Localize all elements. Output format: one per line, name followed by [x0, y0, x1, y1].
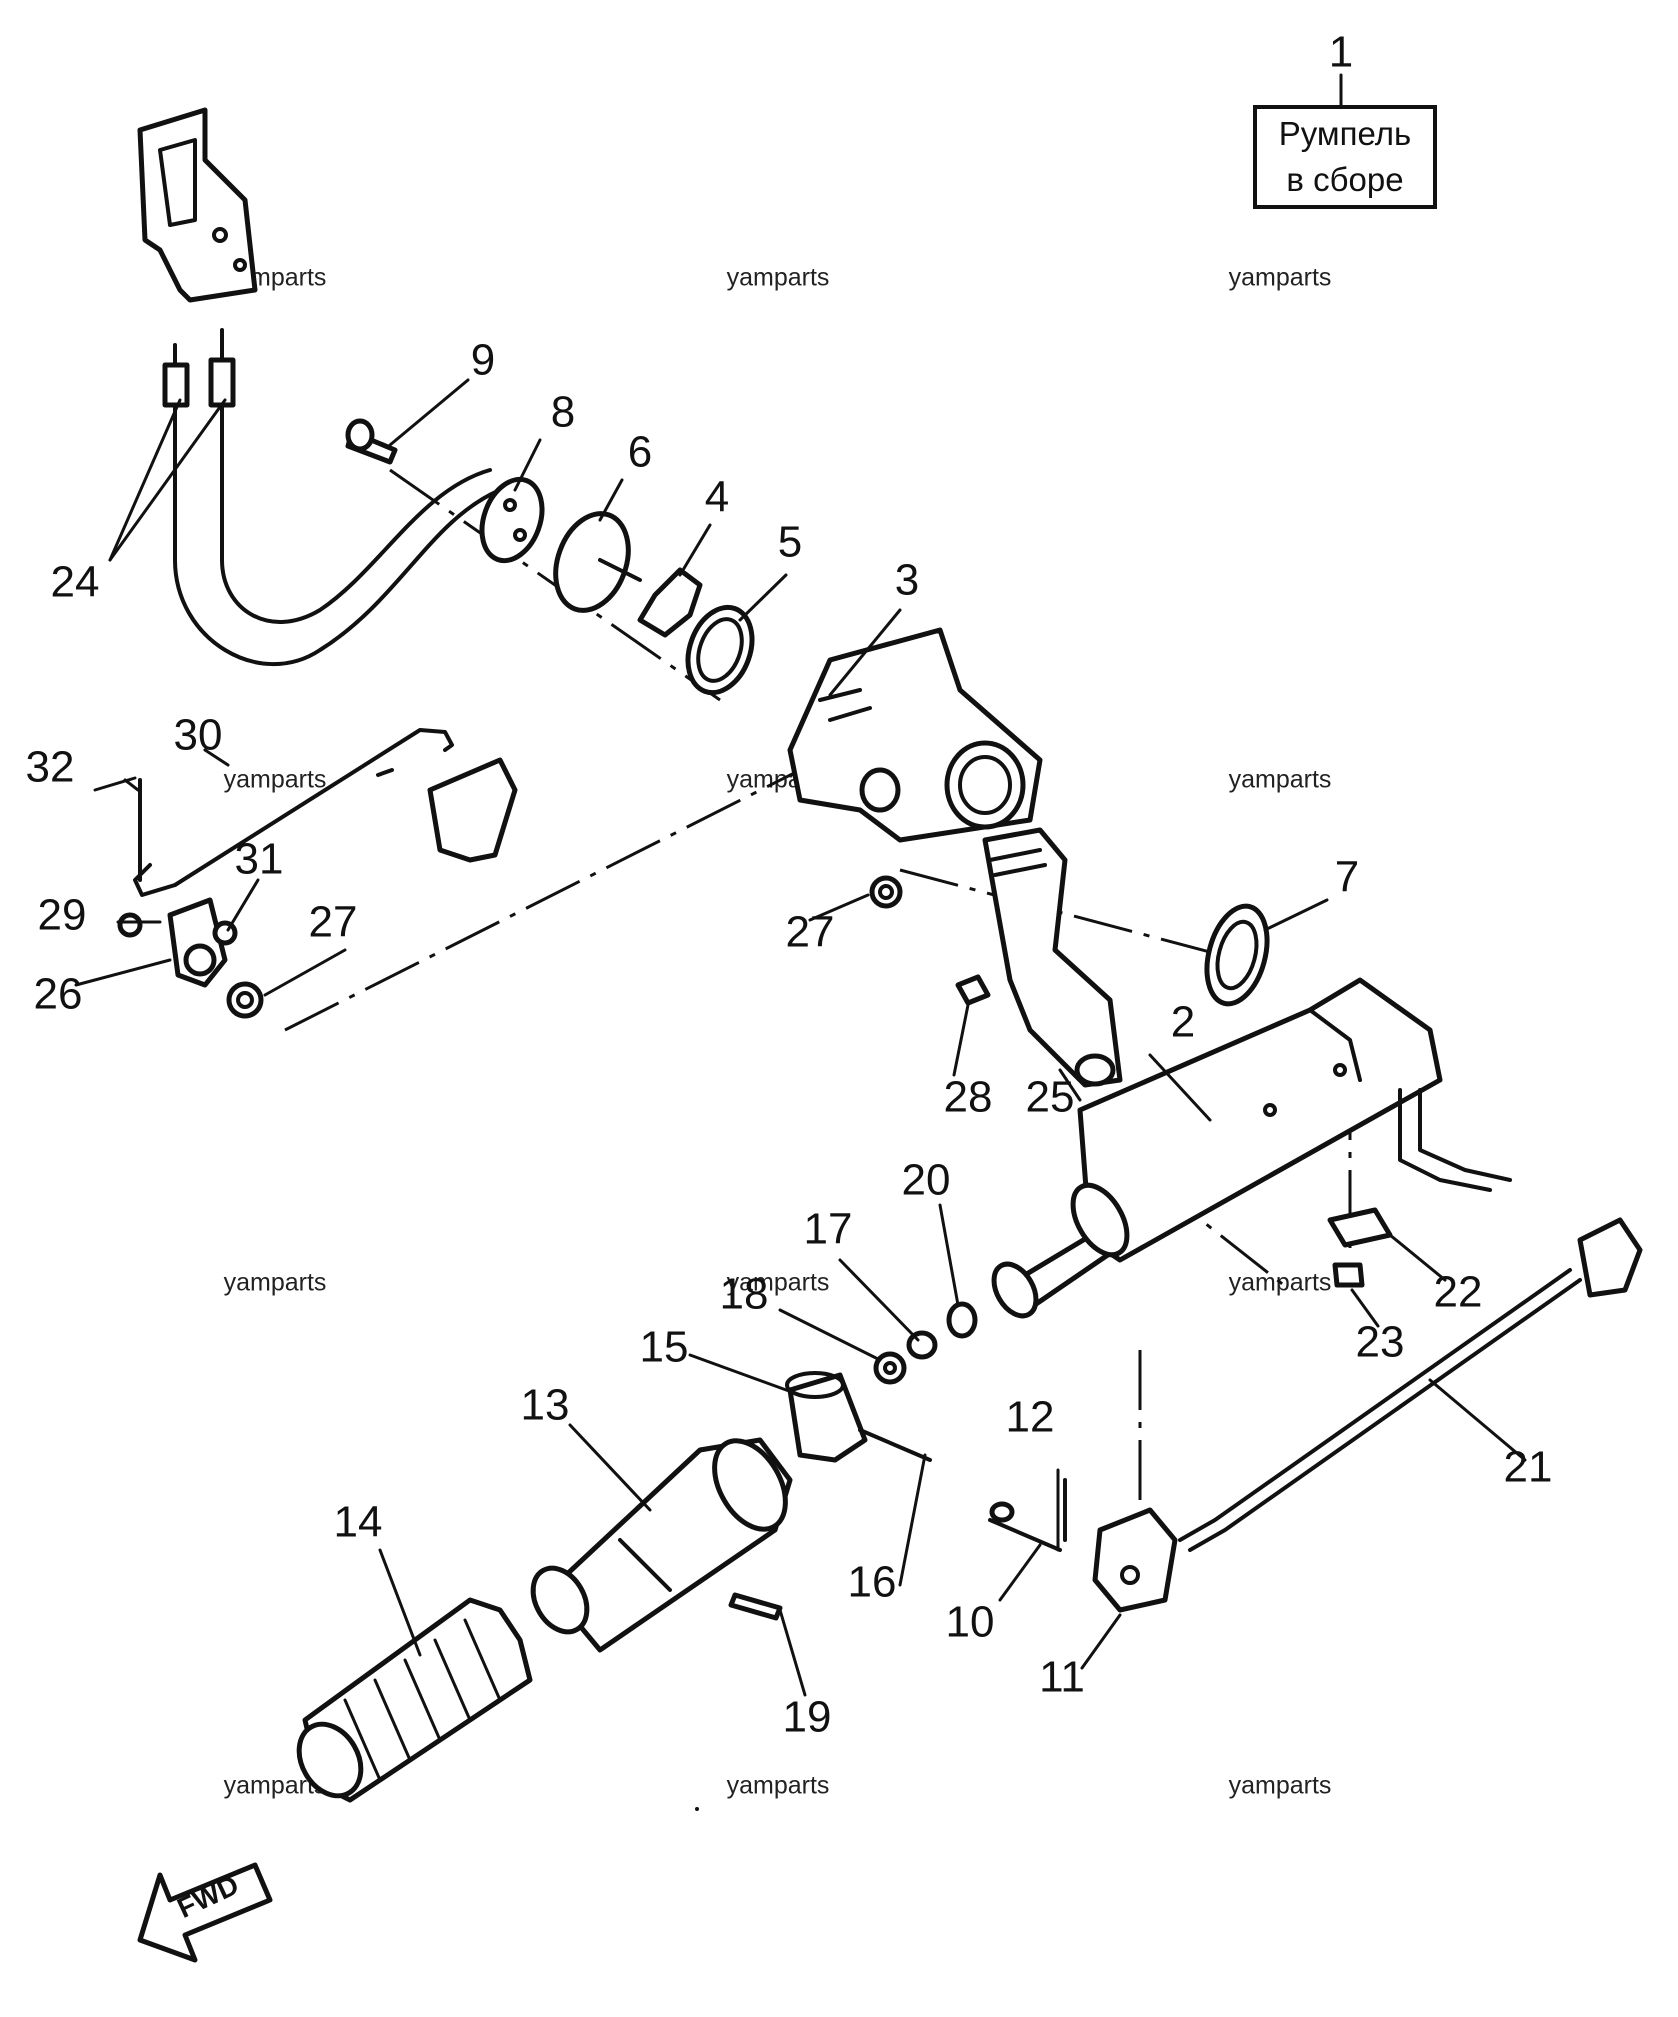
- callout-29: 29: [38, 891, 87, 940]
- callout-2: 2: [1171, 998, 1195, 1047]
- part-7-washer: [1204, 903, 1270, 1007]
- callout-15: 15: [640, 1323, 689, 1372]
- callout-27-right: 27: [786, 908, 835, 957]
- title-line-1: Румпель: [1278, 115, 1412, 152]
- callout-10: 10: [946, 1598, 995, 1647]
- part-24-cables: [137, 107, 502, 667]
- callout-3: 3: [895, 556, 919, 605]
- callout-7: 7: [1335, 853, 1359, 902]
- watermark: yamparts: [1229, 1772, 1332, 1800]
- callout-32: 32: [26, 743, 75, 792]
- title-box: Румпель в сборе: [1253, 105, 1437, 209]
- watermark: yamparts: [1229, 264, 1332, 292]
- callout-13: 13: [521, 1381, 570, 1430]
- callout-14: 14: [334, 1498, 383, 1547]
- callout-17: 17: [804, 1205, 853, 1254]
- callout-30: 30: [174, 711, 223, 760]
- fwd-arrow: FWD: [137, 1862, 273, 1963]
- callout-26: 26: [34, 970, 83, 1019]
- watermark: yamparts: [224, 1269, 327, 1297]
- part-numbers: 1 2 3 4 5 6 7 8 9 10 11 12 13 14 15 16 1…: [26, 28, 1553, 1742]
- stray-dot: [695, 1807, 699, 1811]
- watermark: yamparts: [727, 1772, 830, 1800]
- watermark: yamparts: [224, 766, 327, 794]
- parts-26-32-linkage: [117, 728, 518, 1019]
- callout-5: 5: [778, 518, 802, 567]
- part-2-tiller-arm: [991, 977, 1512, 1319]
- callout-9: 9: [471, 336, 495, 385]
- callout-23: 23: [1356, 1318, 1405, 1367]
- parts-15-20-collar: [785, 1301, 978, 1463]
- leader-lines: [74, 73, 1527, 1697]
- callout-22: 22: [1434, 1268, 1483, 1317]
- callout-16: 16: [848, 1558, 897, 1607]
- part-25-lever: [869, 827, 1123, 1088]
- parts-4-9-cable-hardware: [345, 418, 755, 696]
- callout-8: 8: [551, 388, 575, 437]
- title-line-2: в сборе: [1286, 161, 1404, 198]
- callout-28: 28: [944, 1073, 993, 1122]
- callout-18: 18: [720, 1270, 769, 1319]
- watermark: yamparts: [1229, 766, 1332, 794]
- part-13-throttle-shaft: [530, 1437, 793, 1653]
- callout-31: 31: [235, 835, 284, 884]
- callout-4: 4: [705, 473, 729, 522]
- watermark: yamparts: [727, 1269, 830, 1297]
- callout-1: 1: [1329, 28, 1353, 77]
- part-3-housing: [787, 627, 1043, 843]
- callout-12: 12: [1006, 1393, 1055, 1442]
- callout-20: 20: [902, 1156, 951, 1205]
- callout-24: 24: [51, 558, 100, 607]
- callout-21: 21: [1504, 1443, 1553, 1492]
- part-14-grip: [296, 1597, 533, 1803]
- callout-27: 27: [309, 898, 358, 947]
- watermark: yamparts: [727, 264, 830, 292]
- callout-19: 19: [783, 1693, 832, 1742]
- parts-10-23-throttle-cable: [988, 1207, 1643, 1613]
- callout-11: 11: [1039, 1653, 1085, 1702]
- callout-6: 6: [628, 428, 652, 477]
- callout-25: 25: [1026, 1073, 1075, 1122]
